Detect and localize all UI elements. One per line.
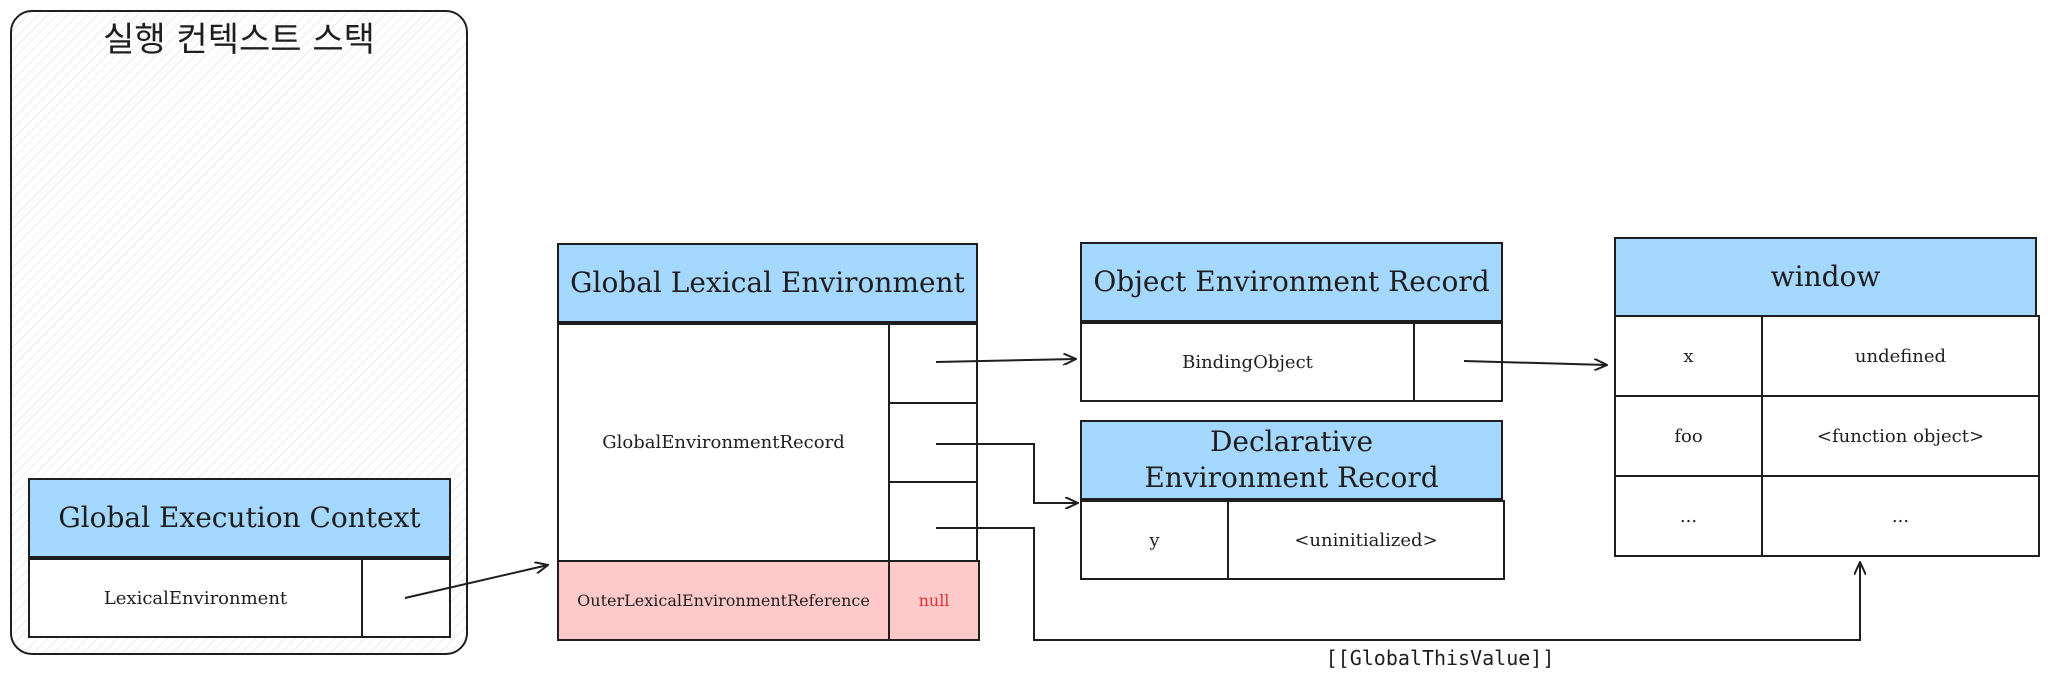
outer-reference-null: null bbox=[888, 560, 980, 641]
window-key-ellipsis: ... bbox=[1614, 475, 1763, 557]
arrow-gec-to-gle bbox=[404, 565, 548, 599]
gle-slot-global-this bbox=[888, 481, 978, 562]
gle-slot-declarative-record bbox=[888, 402, 978, 483]
global-this-value-label: [[GlobalThisValue]] bbox=[1325, 646, 1555, 670]
der-var-y-value: <uninitialized> bbox=[1227, 500, 1505, 580]
gec-lexical-environment-slot bbox=[361, 558, 451, 638]
stack-title: 실행 컨텍스트 스택 bbox=[103, 20, 375, 60]
window-value-x: undefined bbox=[1761, 315, 2040, 397]
oer-header: Object Environment Record bbox=[1080, 242, 1503, 322]
arrow-gle-to-declarative-record bbox=[936, 443, 1078, 503]
outer-reference-field: OuterLexicalEnvironmentReference bbox=[557, 560, 890, 641]
gle-header: Global Lexical Environment bbox=[557, 243, 978, 323]
window-key-x: x bbox=[1614, 315, 1763, 397]
window-header: window bbox=[1614, 237, 2037, 317]
gle-slot-object-record bbox=[888, 323, 978, 404]
arrow-gle-to-object-record bbox=[935, 359, 1076, 362]
window-value-ellipsis: ... bbox=[1761, 475, 2040, 557]
der-header: Declarative Environment Record bbox=[1080, 420, 1503, 500]
gec-header: Global Execution Context bbox=[28, 478, 451, 558]
arrow-binding-object-to-window bbox=[1463, 361, 1607, 365]
global-environment-record-field: GlobalEnvironmentRecord bbox=[557, 323, 890, 562]
binding-object-field: BindingObject bbox=[1080, 322, 1415, 402]
window-value-foo: <function object> bbox=[1761, 395, 2040, 477]
arrow-global-this-to-window bbox=[936, 527, 1860, 641]
gec-lexical-environment-field: LexicalEnvironment bbox=[28, 558, 363, 638]
